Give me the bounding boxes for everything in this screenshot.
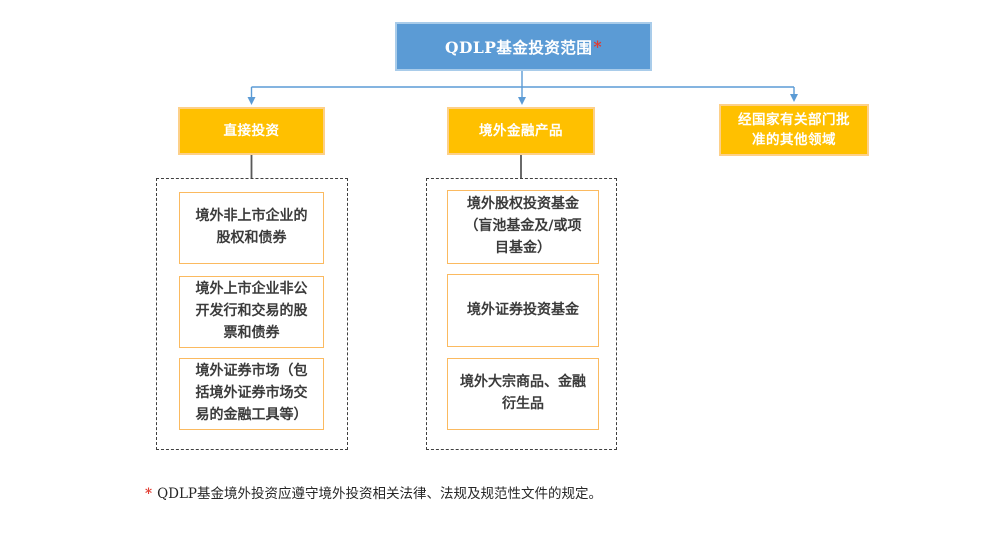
item-node-overseas-securities-market: 境外证券市场（包 括境外证券市场交 易的金融工具等）: [179, 358, 324, 430]
item-node-unlisted-equity-bonds: 境外非上市企业的 股权和债券: [179, 192, 324, 264]
item-label: 境外证券市场（包 括境外证券市场交 易的金融工具等）: [195, 363, 308, 423]
item-label: 境外上市企业非公 开发行和交易的股 票和债券: [195, 281, 308, 341]
item-node-securities-investment-funds: 境外证券投资基金: [447, 274, 599, 347]
footnote-text: QDLP基金境外投资应遵守境外投资相关法律、法规及规范性文件的规定。: [157, 486, 603, 502]
branch-label: 境外金融产品: [479, 122, 563, 139]
item-label: 境外股权投资基金 （盲池基金及/或项 目基金）: [464, 196, 582, 256]
footnote-asterisk: *: [145, 486, 153, 502]
footnote: *QDLP基金境外投资应遵守境外投资相关法律、法规及规范性文件的规定。: [145, 482, 602, 502]
branch-label: 直接投资: [223, 122, 280, 139]
branch-node-other-approved-areas: 经国家有关部门批 准的其他领域: [719, 104, 869, 156]
branch-label: 经国家有关部门批 准的其他领域: [738, 111, 850, 148]
branch-node-direct-investment: 直接投资: [178, 107, 325, 155]
item-node-commodities-derivatives: 境外大宗商品、金融 衍生品: [447, 358, 599, 430]
item-label: 境外非上市企业的 股权和债券: [195, 208, 308, 246]
root-asterisk: *: [593, 37, 603, 56]
group-direct-investment-items: [156, 178, 348, 450]
item-node-listed-private-placement: 境外上市企业非公 开发行和交易的股 票和债券: [179, 276, 324, 348]
group-financial-product-items: [426, 178, 617, 450]
root-node-qdlp-scope: QDLP基金投资范围*: [395, 22, 652, 71]
item-node-equity-investment-funds: 境外股权投资基金 （盲池基金及/或项 目基金）: [447, 190, 599, 264]
branch-node-overseas-financial-products: 境外金融产品: [447, 107, 595, 155]
root-node-label: QDLP基金投资范围: [444, 37, 593, 57]
item-label: 境外证券投资基金: [467, 301, 579, 318]
item-label: 境外大宗商品、金融 衍生品: [460, 374, 586, 412]
